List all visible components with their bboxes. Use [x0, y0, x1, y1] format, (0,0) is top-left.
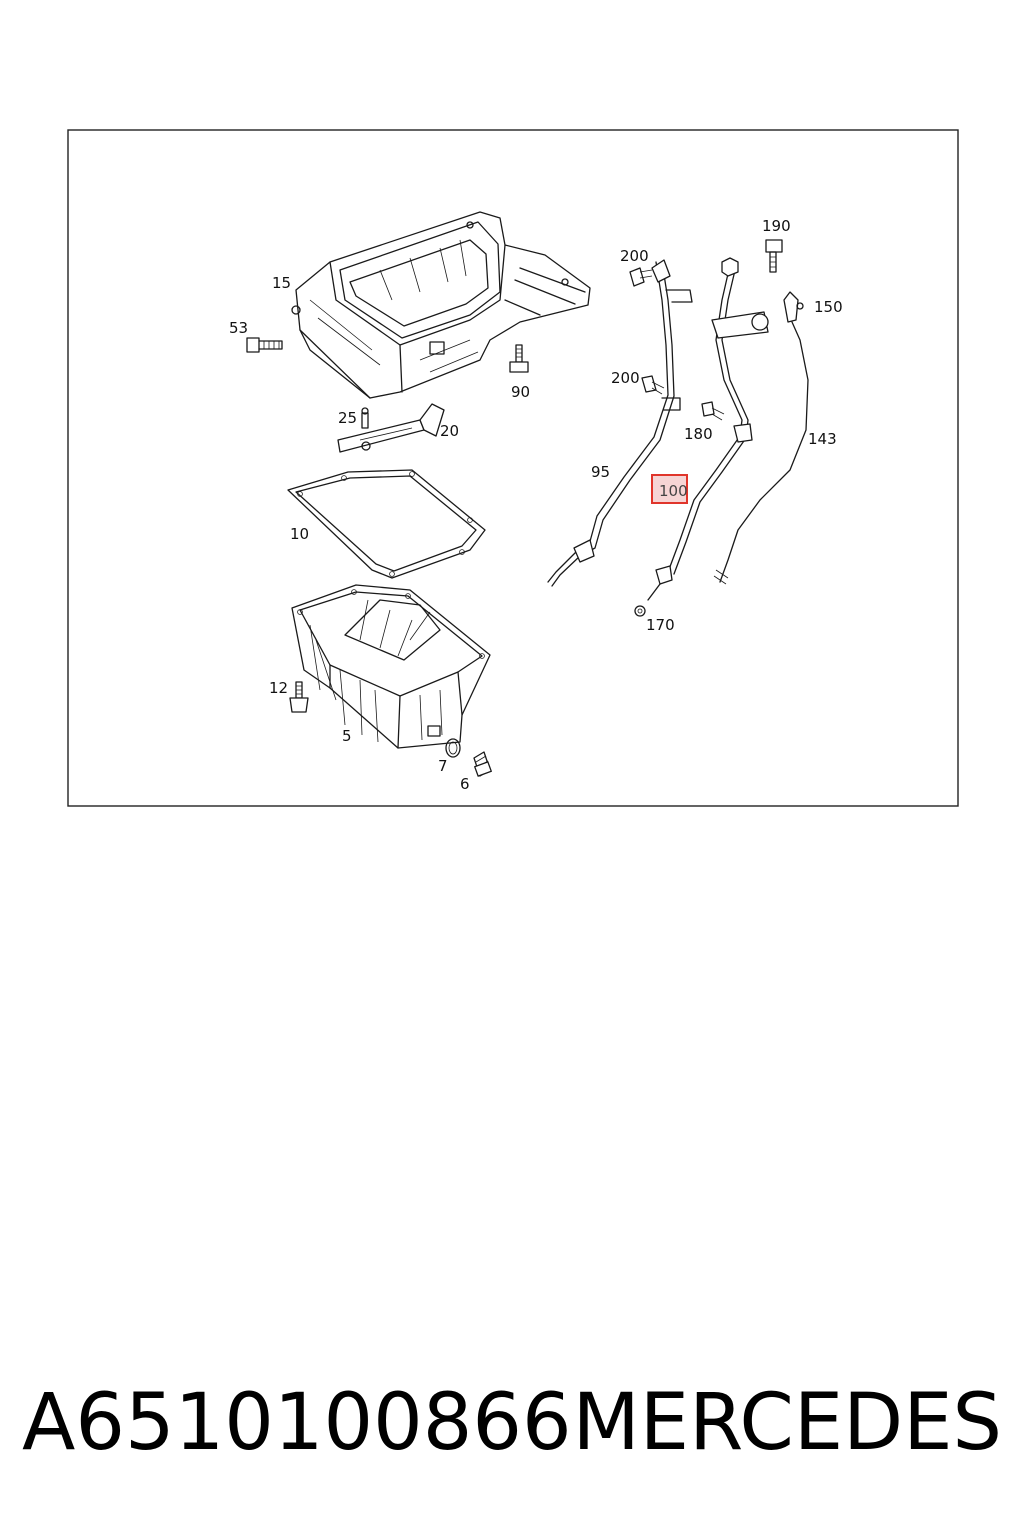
callout-100: 100: [659, 482, 688, 500]
gasket-10: [287, 469, 486, 579]
callout-143: 143: [808, 430, 837, 448]
seal-ring-170: [634, 605, 646, 617]
bolt-190: [765, 239, 783, 273]
callout-10: 10: [290, 525, 309, 543]
oil-dipstick-143: [713, 291, 809, 585]
drain-plug-6: [473, 751, 492, 777]
callout-150: 150: [814, 298, 843, 316]
guide-tube-95: [547, 259, 693, 587]
callout-200-lower: 200: [611, 369, 640, 387]
lower-oil-pan-5: [291, 584, 491, 749]
callout-170: 170: [646, 616, 675, 634]
callout-12: 12: [269, 679, 288, 697]
callout-95: 95: [591, 463, 610, 481]
caption-bar: A6510100866 MERCEDES: [0, 1368, 1024, 1478]
callout-90: 90: [511, 383, 530, 401]
callout-200-upper: 200: [620, 247, 649, 265]
seal-ring-7: [445, 738, 461, 758]
callout-190: 190: [762, 217, 791, 235]
callout-53: 53: [229, 319, 248, 337]
bolt-200-upper: [629, 267, 653, 287]
callout-25: 25: [338, 409, 357, 427]
callout-20: 20: [440, 422, 459, 440]
dipstick-tube-100: [647, 257, 769, 601]
part-number: A6510100866: [22, 1378, 572, 1468]
highlight-box: [651, 474, 688, 504]
upper-oil-pan: [291, 211, 591, 399]
bolt-180: [701, 401, 725, 421]
callout-100-highlight: 100: [651, 474, 688, 504]
bolt-200-lower: [641, 375, 665, 395]
bolt-53: [246, 337, 283, 353]
callout-180: 180: [684, 425, 713, 443]
bolt-12: [289, 681, 309, 713]
bolt-90: [509, 344, 529, 373]
diagram-frame: [67, 129, 959, 807]
callout-5: 5: [342, 727, 352, 745]
oil-suction-pipe: [337, 403, 445, 453]
callout-7: 7: [438, 757, 448, 775]
brand-name: MERCEDES: [572, 1378, 1003, 1468]
callout-15: 15: [272, 274, 291, 292]
parts-diagram: 15 53 90 25 20 10 12 5 7 6 200 200 95 17…: [67, 129, 959, 807]
callout-6: 6: [460, 775, 470, 793]
